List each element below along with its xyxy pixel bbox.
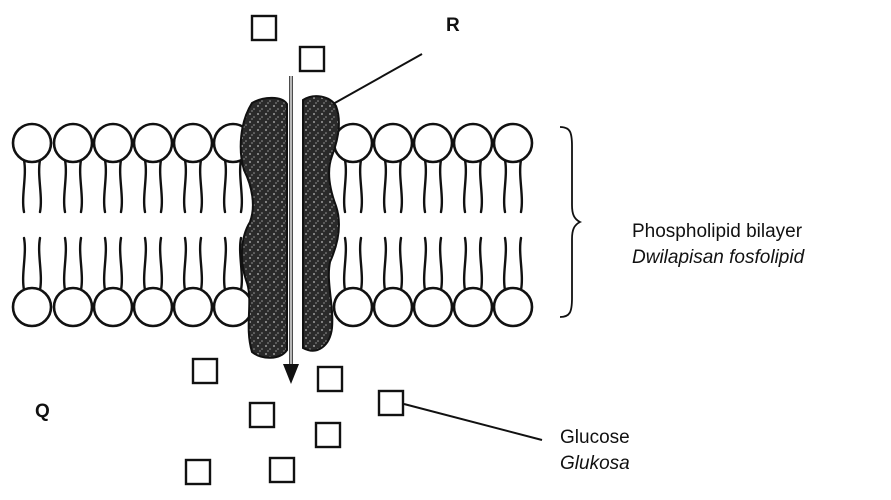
lipid-tail xyxy=(160,238,162,290)
lipid-tail xyxy=(184,160,186,212)
lipid-tail xyxy=(144,160,146,212)
phospholipid-head xyxy=(334,288,372,326)
lipid-tail xyxy=(480,160,482,212)
lipid-tail xyxy=(440,238,442,290)
lipid-tail xyxy=(504,160,506,212)
lipid-tail xyxy=(400,160,402,212)
phospholipid-head xyxy=(94,124,132,162)
glucose-square xyxy=(252,16,276,40)
label-q: Q xyxy=(35,401,50,423)
lipid-tail xyxy=(160,160,162,212)
glucose-square xyxy=(250,403,274,427)
lipid-tail xyxy=(344,160,346,212)
lipid-tail xyxy=(184,238,186,290)
lipid-tail xyxy=(504,238,506,290)
phospholipid-head xyxy=(454,124,492,162)
phospholipid-head xyxy=(54,124,92,162)
glucose-square xyxy=(318,367,342,391)
lipid-tail xyxy=(400,238,402,290)
glucose-square xyxy=(379,391,403,415)
phospholipid-head xyxy=(414,124,452,162)
phospholipid-head xyxy=(414,288,452,326)
glucose-label: Glucose xyxy=(560,427,630,449)
label-r: R xyxy=(446,15,460,37)
lipid-tail xyxy=(344,238,346,290)
phospholipid-head xyxy=(94,288,132,326)
lipid-tail xyxy=(520,238,522,290)
glucose-square xyxy=(186,460,210,484)
phospholipid-head xyxy=(13,124,51,162)
phospholipid-head xyxy=(174,124,212,162)
lipid-tail xyxy=(464,160,466,212)
lipid-tail xyxy=(384,160,386,212)
phospholipid-head xyxy=(174,288,212,326)
phospholipid-head xyxy=(134,288,172,326)
phospholipid-head xyxy=(494,124,532,162)
lipid-tail xyxy=(520,160,522,212)
glucose-molecules xyxy=(186,16,403,484)
lipid-tail xyxy=(80,160,82,212)
phospholipid-head xyxy=(13,288,51,326)
glucose-square xyxy=(300,47,324,71)
glucose-square xyxy=(316,423,340,447)
glucose-square xyxy=(270,458,294,482)
bilayer-label: Phospholipid bilayer xyxy=(632,221,802,243)
phospholipid-head xyxy=(374,288,412,326)
bilayer-label-malay: Dwilapisan fosfolipid xyxy=(632,247,804,269)
lipid-tail xyxy=(120,160,122,212)
phospholipid-head xyxy=(374,124,412,162)
phospholipid-head xyxy=(454,288,492,326)
lipid-tail xyxy=(424,160,426,212)
lipid-tail xyxy=(23,238,25,290)
lipid-tail xyxy=(23,160,25,212)
lipid-tail xyxy=(224,160,226,212)
lipid-tail xyxy=(104,160,106,212)
lipid-tail xyxy=(39,238,41,290)
r-pointer-line xyxy=(333,54,422,104)
phospholipid-head xyxy=(214,288,252,326)
glucose-square xyxy=(193,359,217,383)
phospholipid-head xyxy=(494,288,532,326)
bilayer-brace xyxy=(560,127,580,317)
lipid-tail xyxy=(39,160,41,212)
lipid-tail xyxy=(224,238,226,290)
phospholipid-head xyxy=(334,124,372,162)
lipid-tail xyxy=(104,238,106,290)
glucose-pointer-line xyxy=(404,404,542,440)
lipid-tail xyxy=(480,238,482,290)
lipid-tail xyxy=(240,160,242,212)
lipid-tail xyxy=(200,238,202,290)
glucose-label-malay: Glukosa xyxy=(560,453,630,475)
lipid-tail xyxy=(200,160,202,212)
lipid-tail xyxy=(144,238,146,290)
phospholipid-head xyxy=(134,124,172,162)
lipid-tail xyxy=(360,160,362,212)
phospholipid-head xyxy=(54,288,92,326)
lipid-tail xyxy=(80,238,82,290)
lipid-tail xyxy=(120,238,122,290)
lipid-tail xyxy=(64,238,66,290)
lipid-tail xyxy=(440,160,442,212)
lipid-tail xyxy=(360,238,362,290)
lipid-tail xyxy=(384,238,386,290)
lipid-tail xyxy=(424,238,426,290)
lipid-tail xyxy=(64,160,66,212)
lipid-tail xyxy=(464,238,466,290)
